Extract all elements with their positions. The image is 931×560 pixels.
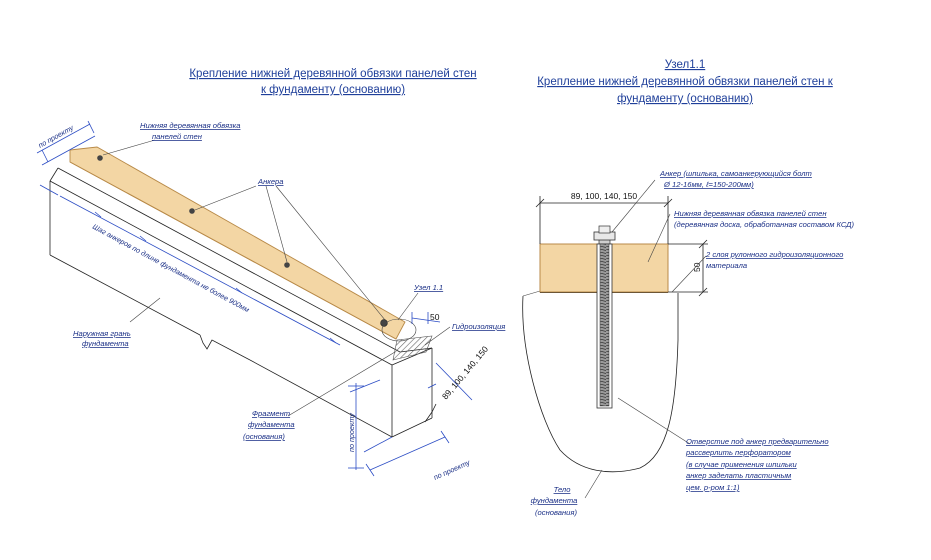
foundation-beam [49,167,437,438]
anchor-icon [380,319,388,327]
label-plate-2: панелей стен [152,132,203,141]
label-wp-1: 2 слоя рулонного гидроизоляционного [705,250,843,259]
label-anchor-1: Анкер (шпилька, самоанкерующийся болт [659,169,812,178]
label-fragment-2: фундамента [248,420,295,429]
label-outer-face-2: фундамента [82,339,129,348]
right-dimensions [535,196,708,297]
right-title-line2: фундаменту (основанию) [617,93,753,105]
label-hole-1: Отверстие под анкер предварительно [686,437,829,446]
label-anchors: Анкера [257,177,284,186]
label-wp-2: материала [706,261,747,270]
right-leaders [584,179,707,499]
label-hole-4: анкер заделать пластичным [686,471,792,480]
anchor-bolt [593,225,616,409]
right-title-line1: Крепление нижней деревянной обвязки пане… [537,76,833,88]
right-drawing: Узел1.1 Крепление нижней деревянной обвя… [522,59,854,517]
label-outer-face-1: Наружная грань [73,329,131,338]
left-dimensions [36,120,473,477]
dim-by-project-top: по проекту [37,123,76,150]
label-body-3: (основания) [535,508,577,517]
dim-widths-right: 89, 100, 140, 150 [571,191,637,201]
left-title-line2: к фундаменту (основанию) [261,84,405,96]
right-title-node: Узел1.1 [665,59,706,71]
label-plate-1: Нижняя деревянная обвязка [140,121,241,130]
dim-50-right: 50 [692,262,702,272]
wooden-plate [69,146,406,340]
label-body-1: Тело [554,485,571,494]
left-title-line1: Крепление нижней деревянной обвязки пане… [189,68,476,80]
label-plate-right-1: Нижняя деревянная обвязка панелей стен [674,209,827,218]
anchor-icon [189,208,195,214]
label-body-2: фундамента [531,496,578,505]
label-fragment-3: (основания) [243,432,285,441]
waterproofing-strip [392,335,433,361]
foundation-body [522,293,679,473]
left-drawing: Крепление нижней деревянной обвязки пане… [37,68,506,482]
label-fragment-1: Фрагмент [252,409,290,418]
left-leaders [102,139,451,417]
label-hole-5: цем. р-ром 1:1) [686,483,740,492]
anchor-icon [97,155,103,161]
label-hole-3: (в случае применения шпильки [686,460,797,469]
label-plate-right-2: (деревянная доска, обработанная составом… [674,220,854,229]
label-node: Узел 1.1 [413,283,443,292]
label-anchor-2: Ø 12-16мм, ℓ=150-200мм) [663,180,754,189]
anchor-icon [284,262,290,268]
label-hole-2: рассверлить перфоратором [685,448,792,457]
dim-by-project-bottom: по проекту [432,458,471,482]
dim-50: 50 [430,312,440,322]
dim-by-project-vertical: по проекту [347,413,356,452]
label-waterproofing: Гидроизоляция [452,322,505,331]
